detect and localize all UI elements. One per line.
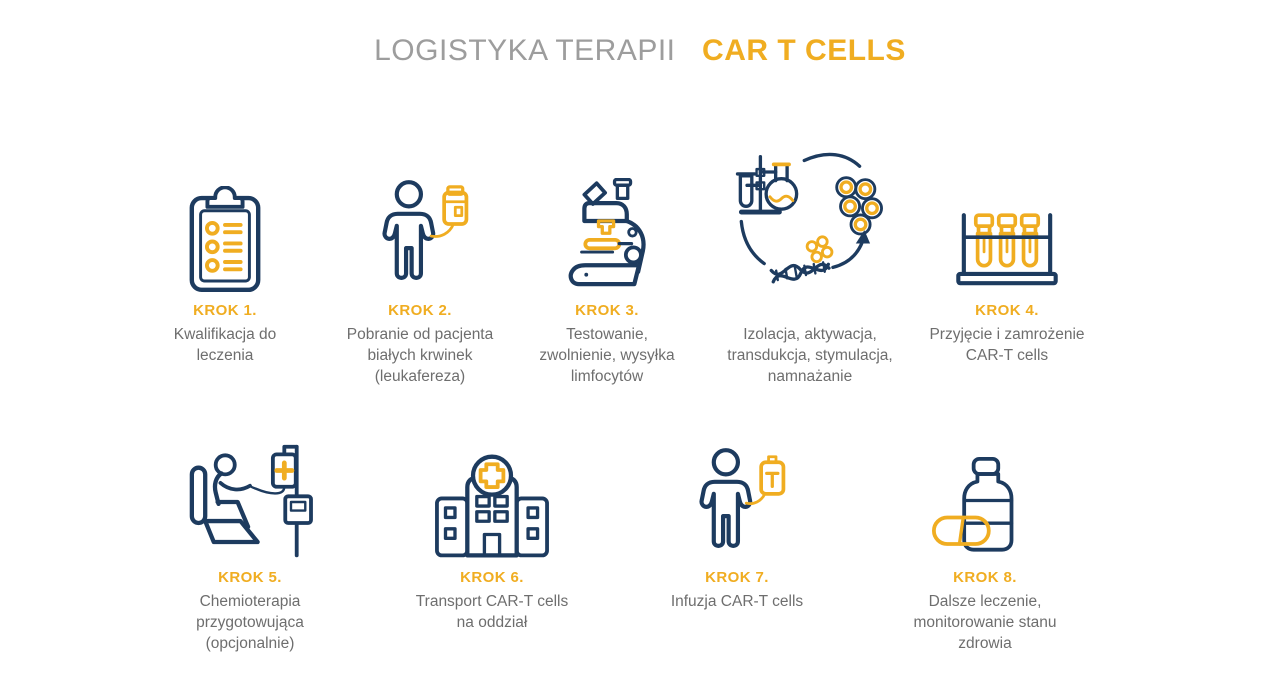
clipboard-checklist-icon: [189, 186, 261, 293]
step-7: KROK 7. Infuzja CAR-T cells: [637, 425, 837, 612]
step-krok-label: KROK 6.: [460, 569, 524, 586]
step-8-icon-box: [885, 425, 1085, 563]
step-5: KROK 5. Chemioterapia przygotowująca (op…: [150, 425, 350, 654]
title-highlight: CAR T CELLS: [702, 34, 906, 67]
step-7-icon-box: [637, 425, 837, 563]
step-krok-label: KROK 2.: [388, 302, 452, 319]
step-1-icon-box: [125, 150, 325, 296]
step-cycle-icon-box: [703, 150, 917, 296]
title-prefix: LOGISTYKA TERAPII: [374, 34, 676, 67]
step-description: Testowanie, zwolnienie, wysyłka limfocyt…: [539, 326, 675, 385]
microscope-icon: [568, 178, 646, 287]
step-krok-label: KROK 5.: [218, 569, 282, 586]
cell-engineering-cycle-icon: [735, 152, 883, 284]
step-krok-label: KROK 8.: [953, 569, 1017, 586]
step-8: KROK 8. Dalsze leczenie, monitorowanie s…: [885, 425, 1085, 654]
step-description: Przyjęcie i zamrożenie CAR-T cells: [929, 326, 1085, 364]
step-description: Pobranie od pacjenta białych krwinek (le…: [346, 326, 494, 385]
step-4-icon-box: [907, 150, 1107, 296]
title-space: [684, 34, 693, 67]
step-krok-label: KROK 4.: [975, 302, 1039, 319]
step-6-icon-box: [392, 425, 592, 563]
step-1: KROK 1. Kwalifikacja do leczenia: [125, 150, 325, 366]
step-krok-label: KROK 3.: [575, 302, 639, 319]
step-6: KROK 6. Transport CAR-T cells na oddział: [392, 425, 592, 633]
step-krok-label: KROK 1.: [193, 302, 257, 319]
step-description: Dalsze leczenie, monitorowanie stanu zdr…: [913, 593, 1057, 652]
step-3: KROK 3. Testowanie, zwolnienie, wysyłka …: [507, 150, 707, 387]
step-2-icon-box: [320, 150, 520, 296]
page-title: LOGISTYKA TERAPII CAR T CELLS: [0, 34, 1280, 68]
step-krok-label: KROK 7.: [705, 569, 769, 586]
step-2: KROK 2. Pobranie od pacjenta białych krw…: [320, 150, 520, 387]
step-description: Kwalifikacja do leczenia: [173, 326, 277, 364]
patient-leukapheresis-icon: [382, 180, 469, 280]
medicine-bottle-pill-icon: [932, 456, 1014, 552]
chemotherapy-infusion-chair-icon: [189, 444, 313, 558]
step-description: Transport CAR-T cells na oddział: [415, 593, 569, 631]
car-t-infusion-icon: [699, 448, 786, 548]
test-tube-rack-icon: [956, 213, 1058, 286]
step-5-icon-box: [150, 425, 350, 563]
step-3-icon-box: [507, 150, 707, 296]
step-4: KROK 4. Przyjęcie i zamrożenie CAR-T cel…: [907, 150, 1107, 366]
step-description: Chemioterapia przygotowująca (opcjonalni…: [196, 593, 304, 652]
step-cycle: Izolacja, aktywacja, transdukcja, stymul…: [703, 150, 917, 387]
hospital-icon: [435, 454, 549, 558]
step-description: Izolacja, aktywacja, transdukcja, stymul…: [727, 326, 893, 385]
step-description: Infuzja CAR-T cells: [670, 593, 804, 610]
